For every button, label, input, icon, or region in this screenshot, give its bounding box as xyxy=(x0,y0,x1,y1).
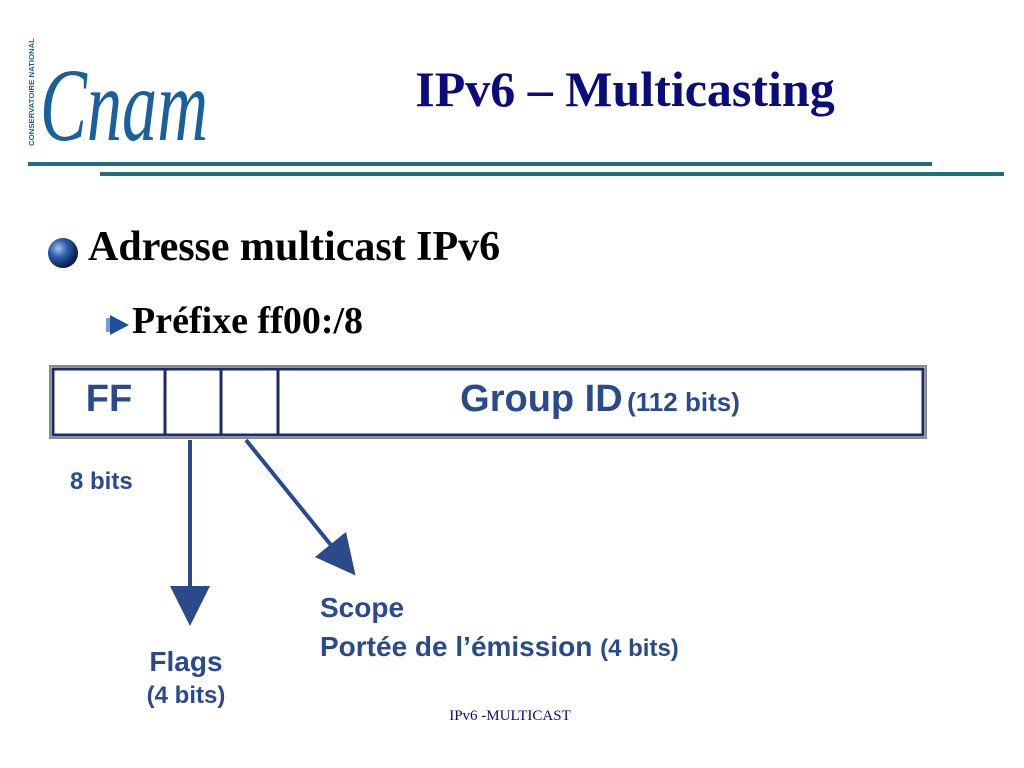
field-group-id-label: Group ID (112 bits) xyxy=(280,380,920,418)
address-box-shadow xyxy=(49,365,927,439)
slide-title: IPv6 – Multicasting xyxy=(415,61,835,117)
cnam-logo: CONSERVATOIRE NATIONAL Cnam xyxy=(27,38,208,152)
scope-title: Scope xyxy=(320,592,405,623)
field-ff-label: FF xyxy=(85,378,133,420)
flags-annotation: Flags (4 bits) xyxy=(126,644,246,712)
scope-description-line: Portée de l’émission (4 bits) xyxy=(320,627,679,666)
scope-bits: (4 bits) xyxy=(600,635,679,663)
group-id-text: Group ID xyxy=(460,378,623,420)
scope-annotation: Scope Portée de l’émission (4 bits) xyxy=(320,588,679,666)
bullet-multicast-address: Adresse multicast IPv6 xyxy=(88,224,501,270)
sphere-bullet-icon xyxy=(48,238,78,268)
triangle-bullet-icon xyxy=(106,315,129,335)
group-id-bits: (112 bits) xyxy=(627,387,740,417)
bullet-prefix: Préfixe ff00:/8 xyxy=(132,300,364,342)
scope-arrow xyxy=(244,438,356,576)
flags-title: Flags xyxy=(149,646,223,677)
flags-bits: (4 bits) xyxy=(146,682,226,710)
header-rule xyxy=(28,162,1004,176)
slide-footer: IPv6 -MULTICAST xyxy=(449,708,571,724)
address-box xyxy=(51,367,925,437)
ff-bits-label: 8 bits xyxy=(70,468,133,495)
scope-description: Portée de l’émission xyxy=(320,631,593,663)
logo-main-text: Cnam xyxy=(40,48,208,152)
logo-vertical-text: CONSERVATOIRE NATIONAL xyxy=(27,38,36,146)
